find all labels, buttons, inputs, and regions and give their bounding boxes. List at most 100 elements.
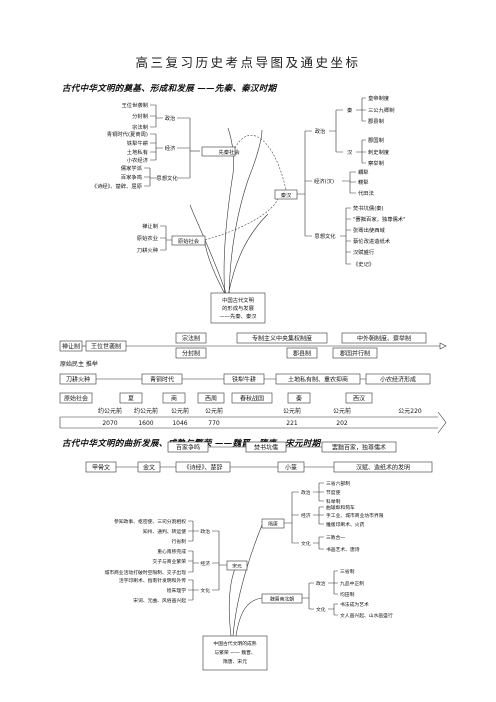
han-culture-0: 焚书坑儒(秦) [353,204,384,212]
qinhan-node: 秦汉 [281,191,292,199]
song-politics-1: 知州、通判、转运使 [143,528,186,535]
tl-date-1b: 1600 [138,420,153,427]
st-economy-2: 雕版印刷术、火药 [326,521,365,528]
qin-item-1: 三公九卿制 [368,106,395,114]
tl-top-1: 王位世袭制 [91,343,121,351]
han-label: 汉 [347,148,353,156]
primitive-1: 原始农业 [137,234,158,242]
wj-politics-label: 政治 [316,580,326,587]
tl-mid-2: 铁犁牛耕 [232,376,256,384]
st-economy-0: 曲辕犁和筒车 [326,504,355,511]
han-culture-1: "罢黜百家，独尊儒术" [353,215,406,223]
song-culture-1: 程朱理学 [167,587,186,594]
song-economy-label: 经济 [200,560,210,567]
qin-item-0: 皇帝制度 [368,94,390,102]
pre-qin-economy-label: 经济 [165,144,176,152]
tl-mid-1: 青铜时代 [150,376,174,384]
tl-date-2b: 1046 [172,420,187,427]
tl-mid-4: 小农经济形成 [380,376,416,384]
wj-culture-1: 文人画兴起、山水画盛行 [340,612,393,619]
tl-bottom2-2: 《诗经》、楚辞 [183,464,222,472]
song-yuan-node: 宋元 [232,563,242,570]
primitive-0: 禅让制 [142,222,158,230]
tl-date-0b: 2070 [102,420,117,427]
han-economy-1: 耧犁 [358,178,369,186]
han-economy-2: 代田法 [358,189,374,197]
sui-tang-node: 隋唐 [268,521,278,528]
tl-date-3b: 770 [208,420,220,427]
song-politics-label: 政治 [200,528,210,535]
st-culture-1: 书画艺术、唐诗 [326,546,360,553]
tl-period-0: 原始社会 [64,395,88,403]
pre-qin-economy-0: 青铜时代(夏商周) [107,130,148,138]
song-culture-0: 活字印刷术、指南针发明和外传 [119,577,186,584]
section1-heading: 古代中华文明的奠基、形成和发展 ——先秦、秦汉时期 [62,84,277,94]
pre-qin-politics-1: 分封制 [132,112,148,120]
s2-center-line-3: 隋唐、宋元 [223,658,247,665]
han-item-1: 刺史制度 [368,148,390,156]
pre-qin-politics-0: 王位世袭制 [122,101,149,109]
tl-date-3a: 公元前 [205,407,223,415]
tl-period-2: 商 [171,395,177,403]
tl-date-2a: 公元前 [171,407,189,415]
han-culture-3: 蔡伦改进造纸术 [353,237,391,245]
tl-date-5a: 公元前 [333,407,351,415]
tl-top-0: 禅让制 [62,343,80,351]
tl-period-6: 西汉 [353,395,365,403]
st-politics-0: 三省六部制 [326,480,350,487]
s2-center-line-2: 与繁荣 —— 魏晋、 [214,649,255,656]
tl-bottom2-1: 金文 [143,464,155,472]
han-economy-0: 耦犁 [358,168,369,176]
center-line-3: ——先秦、秦汉 [219,312,257,320]
qinhan-politics-label: 政治 [315,127,326,135]
tl-top-3: 专制主义中央集权制度 [252,335,312,343]
sui-tang-economy-label: 经济 [301,512,311,519]
wj-politics-2: 均田制 [340,591,355,598]
tl-date-1a: 约公元前 [134,407,158,415]
sui-tang-politics-label: 政治 [301,489,311,496]
wj-politics-1: 九品中正制 [340,580,364,587]
tl-date-5b: 202 [336,420,348,427]
song-economy-1: 交子与商业繁荣 [152,558,186,565]
pre-qin-node: 先秦社会 [219,148,241,156]
wj-culture-label: 文化 [316,606,326,613]
han-culture-2: 张骞出使西域 [353,226,385,234]
pre-qin-politics-2: 宗法制 [132,123,148,131]
primitive-2: 刀耕火种 [137,246,158,254]
sui-tang-culture-label: 文化 [301,540,311,547]
wei-jin-node: 魏晋南北朝 [270,596,294,603]
tl-mid-0: 刀耕火种 [66,376,90,384]
pre-qin-economy-2: 土地私有 [127,148,148,156]
pre-qin-economy-3: 小农经济 [127,156,149,164]
page-title: 高三复习历史考点导图及通史坐标 [135,55,361,70]
qinhan-culture-label: 思想文化 [314,232,336,240]
tl-top-6: 郡县制 [293,350,311,358]
wj-politics-0: 三省制 [340,568,355,575]
song-economy-0: 重心南移完成 [157,548,186,555]
center-line-2: 的形成与发展 [222,304,254,312]
tl-period-5: 秦 [296,395,302,403]
pre-qin-culture-1: 百家争鸣 [121,173,142,181]
tl-bottom2-4: 汉赋、造纸术的发明 [356,464,410,472]
tl-top-4: 中外朝制度、察举制 [357,335,411,343]
tl-top-5: 分封制 [182,350,200,358]
tl-bottom1-2: 罢黜百家，独尊儒术 [332,444,386,452]
section1-timeline: 禅让制 王位世袭制 宗法制 专制主义中央集权制度 中外朝制度、察举制 分封制 郡… [59,332,447,473]
st-culture-0: 三教合一 [326,534,345,541]
tl-bottom1-0: 百家争鸣 [176,444,200,452]
primitive-node: 原始社会 [178,237,200,245]
wj-culture-0: 书法成为艺术 [340,601,369,608]
pre-qin-culture-label: 思想文化 [156,174,178,182]
st-politics-1: 节度使 [326,489,341,496]
han-culture-4: 汉赋盛行 [353,248,375,256]
tl-date-4a: 公元前 [283,407,301,415]
section2-mindmap: 中国古代文明的成熟 与繁荣 —— 魏晋、 隋唐、宋元 隋唐 宋元 魏晋南北朝 政… [104,480,393,671]
pre-qin-culture-0: 儒家学派 [121,164,143,172]
han-culture-5: 《史记》 [353,260,374,268]
section1-mindmap: 中国古代文明 的形成与发展 ——先秦、秦汉 先秦社会 原始社会 秦汉 政治 经济… [92,94,406,324]
han-item-2: 察举制 [368,159,384,167]
tl-top-2: 宗法制 [182,335,200,343]
tl-period-4: 春秋战国 [240,395,264,403]
tl-bottom1-1: 焚书坑儒 [254,444,278,452]
